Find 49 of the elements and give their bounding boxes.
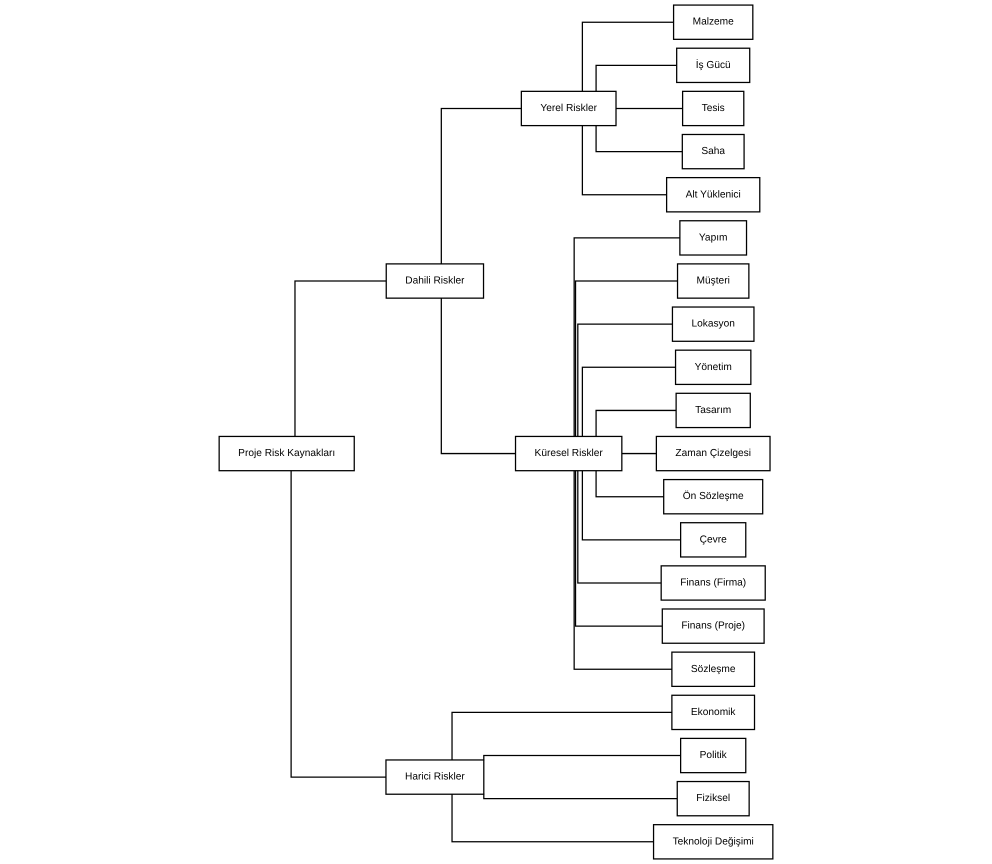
connector — [451, 794, 654, 842]
node-box: Yönetim — [674, 350, 752, 386]
connector — [595, 64, 677, 92]
node-box: Finans (Firma) — [660, 565, 766, 601]
connector — [574, 470, 672, 670]
node-box: Fiziksel — [676, 780, 750, 816]
node-box: Yapım — [679, 220, 748, 256]
connector — [451, 712, 672, 760]
connector — [621, 452, 656, 454]
connector — [615, 108, 683, 110]
connector — [290, 470, 386, 778]
connector — [574, 280, 678, 436]
connector — [483, 754, 681, 761]
node-box: Ekonomik — [671, 694, 756, 730]
node-box: Müşteri — [676, 263, 750, 299]
node-box: Tesis — [682, 90, 744, 126]
connector — [582, 126, 667, 196]
connector — [595, 410, 676, 436]
node-box: Dahili Riskler — [386, 263, 484, 299]
node-box: Finans (Proje) — [662, 608, 765, 644]
node-box: Teknoloji Değişimi — [652, 824, 774, 860]
node-box: Alt Yüklenici — [666, 176, 760, 212]
connector — [483, 793, 678, 800]
connector — [574, 470, 662, 627]
connector — [582, 22, 674, 92]
connector — [595, 126, 682, 152]
node-box: Tasarım — [675, 392, 751, 428]
node-box: Saha — [682, 134, 745, 170]
node-box: Lokasyon — [672, 306, 755, 342]
node-box: Sözleşme — [671, 652, 756, 688]
node-box: Küresel Riskler — [514, 436, 622, 472]
connector — [582, 366, 676, 436]
node-box: İş Gücü — [676, 48, 750, 84]
node-box: Malzeme — [672, 4, 754, 40]
connector — [294, 280, 386, 436]
connector — [440, 298, 516, 454]
node-box: Ön Sözleşme — [663, 478, 764, 514]
connector — [577, 470, 662, 584]
connector — [595, 470, 664, 498]
node-box: Harici Riskler — [385, 759, 484, 795]
node-box: Proje Risk Kaynakları — [218, 436, 355, 472]
node-box: Çevre — [680, 522, 746, 558]
connector — [574, 237, 680, 436]
connector — [582, 470, 681, 540]
connector — [440, 108, 522, 264]
node-box: Yerel Riskler — [520, 90, 617, 126]
node-box: Politik — [680, 738, 746, 774]
connector — [577, 324, 672, 436]
node-box: Zaman Çizelgesi — [656, 436, 771, 472]
